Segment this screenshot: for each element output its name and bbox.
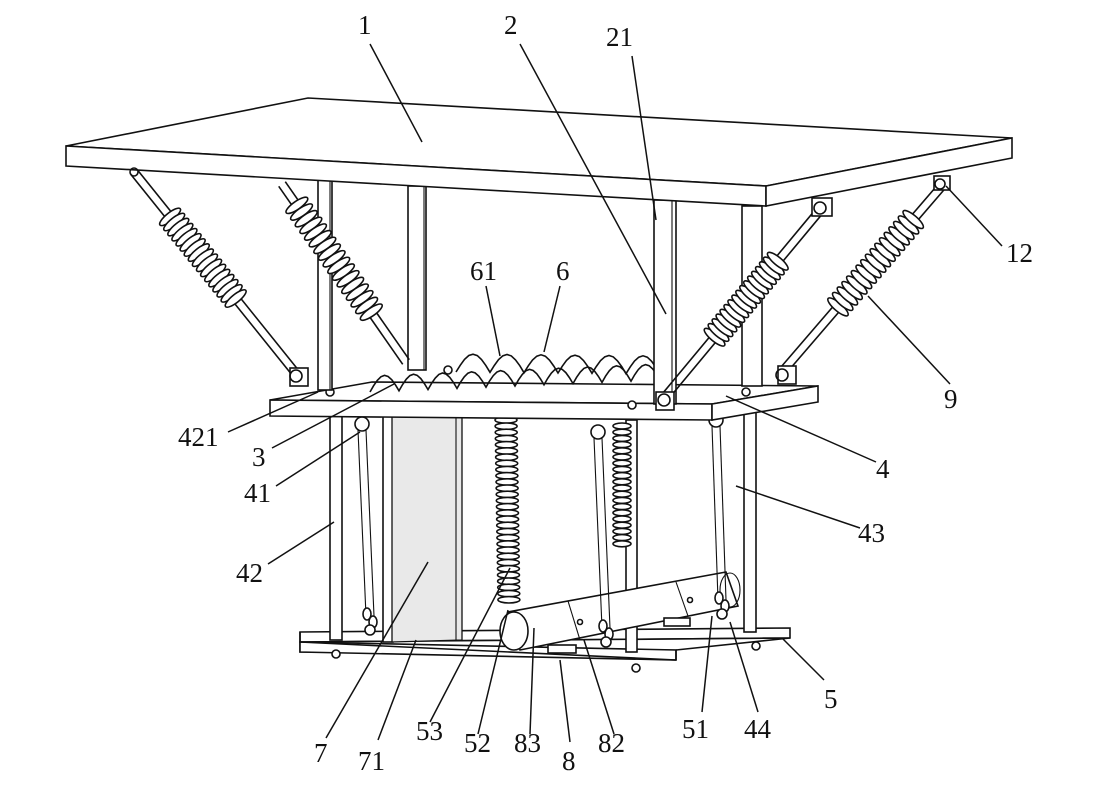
upper-columns: [317, 177, 763, 405]
label-5: 5: [824, 684, 838, 714]
lower-legs: [329, 399, 757, 653]
middle-platform: [269, 365, 819, 421]
reference-numerals: 1 2 21 12 61 6 9 421 3 4 41 43 42 5 7 71…: [178, 10, 1033, 776]
label-61: 61: [470, 256, 497, 286]
label-42: 42: [236, 558, 263, 588]
label-53: 53: [416, 716, 443, 746]
label-7: 7: [314, 738, 328, 768]
label-21: 21: [606, 22, 633, 52]
label-82: 82: [598, 728, 625, 758]
label-6: 6: [556, 256, 570, 286]
label-3: 3: [252, 442, 266, 472]
label-44: 44: [744, 714, 772, 744]
label-4: 4: [876, 454, 890, 484]
label-51: 51: [682, 714, 709, 744]
label-8: 8: [562, 746, 576, 776]
strut: [778, 182, 946, 376]
cylinder: [499, 571, 741, 654]
label-52: 52: [464, 728, 491, 758]
label-421: 421: [178, 422, 219, 452]
strut: [660, 204, 826, 402]
label-9: 9: [944, 384, 958, 414]
strut: [130, 168, 302, 380]
center-panel: [391, 411, 463, 643]
label-12: 12: [1006, 238, 1033, 268]
label-41: 41: [244, 478, 271, 508]
label-1: 1: [358, 10, 372, 40]
label-83: 83: [514, 728, 541, 758]
chain: [354, 416, 378, 636]
diagonal-struts: [130, 168, 946, 402]
center-spring: [494, 415, 521, 604]
label-71: 71: [358, 746, 385, 776]
brackets: [129, 167, 951, 411]
chain: [590, 424, 614, 648]
label-2: 2: [504, 10, 518, 40]
strut: [278, 181, 410, 365]
top-plate: [65, 97, 1013, 207]
chains: [354, 412, 730, 648]
wave-spring: [369, 353, 661, 393]
leader-lines: [227, 43, 1003, 743]
label-43: 43: [858, 518, 885, 548]
right-spring: [612, 422, 632, 548]
